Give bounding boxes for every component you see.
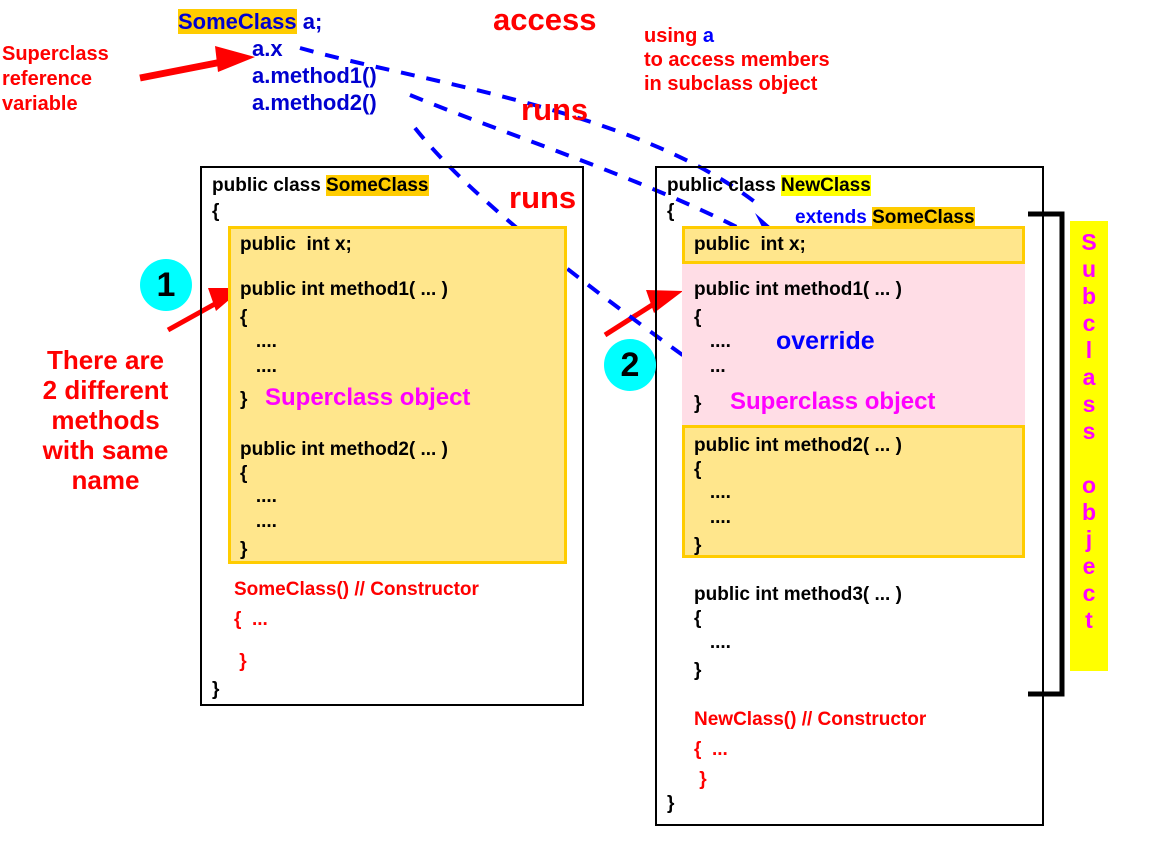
subclass-method2-signature: public int method2( ... ) xyxy=(694,435,902,456)
label-runs-upper: runs xyxy=(521,92,589,127)
superclass-constructor-close: } xyxy=(234,651,247,672)
step-circle-2: 2 xyxy=(604,339,656,391)
subclass-method3-open: { xyxy=(694,608,702,629)
subclass-header-name: NewClass xyxy=(781,175,871,196)
subclass-constructor-close: } xyxy=(694,769,707,790)
superclass-header-name: SomeClass xyxy=(326,175,429,196)
using-var-a: a xyxy=(702,25,715,47)
superclass-constructor-signature: SomeClass() // Constructor xyxy=(234,579,479,600)
override-label: override xyxy=(776,327,875,355)
declaration-var-a: a; xyxy=(296,9,323,34)
label-two-different-methods: There are 2 different methods with same … xyxy=(42,345,169,495)
superclass-members-block xyxy=(228,226,567,564)
declaration-line-ax: a.x xyxy=(252,36,283,61)
step-circle-1: 1 xyxy=(140,259,192,311)
using-prefix: using xyxy=(644,25,703,47)
superclass-method1-open: { xyxy=(240,307,248,328)
subclass-method3-body-1: .... xyxy=(694,632,731,653)
subclass-extends-clause: extends SomeClass xyxy=(795,206,975,230)
declaration-line-method1: a.method1() xyxy=(252,63,377,88)
label-runs-lower: runs xyxy=(509,180,577,215)
declaration-line-0: SomeClass a; xyxy=(178,8,377,35)
subclass-method1-body-1: .... xyxy=(694,331,731,352)
superclass-method2-open: { xyxy=(240,463,248,484)
declaration-type-someclass: SomeClass xyxy=(178,9,297,34)
superclass-object-label-left: Superclass object xyxy=(265,384,471,411)
superclass-method1-close: } xyxy=(240,389,248,410)
superclass-field: public int x; xyxy=(240,234,352,255)
subclass-method2-block xyxy=(682,425,1025,558)
superclass-method2-signature: public int method2( ... ) xyxy=(240,439,448,460)
subclass-method3-signature: public int method3( ... ) xyxy=(694,584,902,605)
subclass-method1-open: { xyxy=(694,307,702,328)
superclass-code-box xyxy=(200,166,584,706)
declaration-line-method2: a.method2() xyxy=(252,90,377,115)
superclass-close-brace: } xyxy=(212,679,220,700)
subclass-method2-body-2: .... xyxy=(694,507,731,528)
subclass-method1-signature: public int method1( ... ) xyxy=(694,279,902,300)
superclass-open-brace: { xyxy=(212,201,220,222)
label-using-a-to-access: using a to access members in subclass ob… xyxy=(644,24,830,96)
subclass-code-box xyxy=(655,166,1044,826)
subclass-method3-close: } xyxy=(694,660,702,681)
subclass-field-block xyxy=(682,226,1025,264)
superclass-method2-body-1: .... xyxy=(240,486,277,507)
declaration-block: SomeClass a; a.x a.method1() a.method2() xyxy=(178,8,377,116)
extends-keyword: extends xyxy=(795,207,867,228)
superclass-method1-signature: public int method1( ... ) xyxy=(240,279,448,300)
superclass-method1-body-1: .... xyxy=(240,331,277,352)
subclass-constructor-signature: NewClass() // Constructor xyxy=(694,709,927,730)
subclass-object-vertical-label: S u b c l a s s o b j e c t xyxy=(1070,221,1108,671)
subclass-method1-block xyxy=(682,264,1025,425)
superclass-method2-body-2: .... xyxy=(240,511,277,532)
subclass-method1-body-2: ... xyxy=(694,356,726,377)
superclass-header-prefix: public class xyxy=(212,175,327,196)
subclass-method2-close: } xyxy=(694,535,702,556)
superclass-header: public class SomeClass xyxy=(212,174,429,198)
subclass-field: public int x; xyxy=(694,234,806,255)
using-rest: to access members in subclass object xyxy=(644,49,830,95)
subclass-constructor-open: { ... xyxy=(694,739,728,760)
subclass-method2-open: { xyxy=(694,459,702,480)
superclass-method2-close: } xyxy=(240,539,248,560)
extends-target-someclass: SomeClass xyxy=(872,207,975,228)
subclass-header-prefix: public class xyxy=(667,175,782,196)
subclass-close-brace: } xyxy=(667,793,675,814)
superclass-reference-variable-label: Superclass reference variable xyxy=(2,43,109,115)
superclass-method1-body-2: .... xyxy=(240,356,277,377)
subclass-header: public class NewClass xyxy=(667,174,871,198)
superclass-constructor-open: { ... xyxy=(234,609,268,630)
superclass-object-label-right: Superclass object xyxy=(730,388,936,415)
label-access: access xyxy=(493,2,597,37)
subclass-open-brace: { xyxy=(667,201,675,222)
subclass-method1-close: } xyxy=(694,393,702,414)
subclass-method2-body-1: .... xyxy=(694,482,731,503)
